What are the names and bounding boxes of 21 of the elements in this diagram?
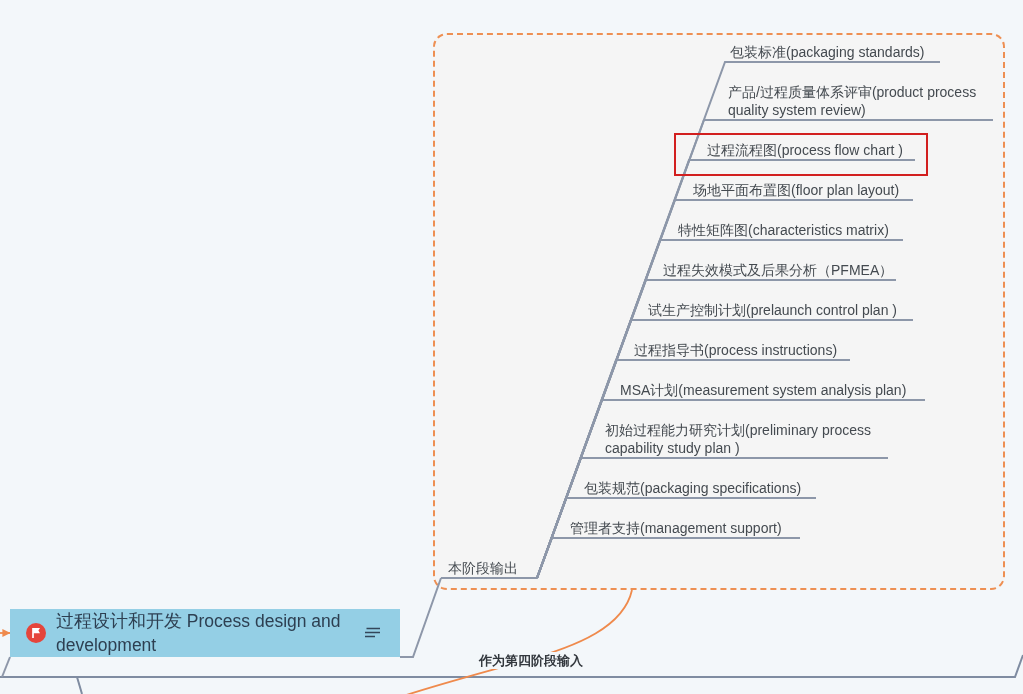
topic: 过程失效模式及后果分析（PFMEA）	[659, 261, 896, 281]
dashed-boundary	[433, 33, 1005, 590]
edge-label: 作为第四阶段输入	[478, 652, 584, 669]
topic-text: 过程设计和开发 Process design and development	[56, 610, 342, 657]
connector-line	[536, 537, 567, 579]
topic: MSA计划(measurement system analysis plan)	[616, 381, 925, 401]
topic: 包装规范(packaging specifications)	[580, 479, 816, 499]
topic: 包装标准(packaging standards)	[726, 43, 940, 63]
topic: 场地平面布置图(floor plan layout)	[689, 181, 913, 201]
connector-line	[399, 577, 442, 658]
connector-line	[1, 656, 11, 678]
topic: 产品/过程质量体系评审(product process quality system review)	[724, 83, 993, 121]
topic: 过程流程图(process flow chart )	[703, 141, 915, 161]
topic: 试生产控制计划(prelaunch control plan )	[644, 301, 913, 321]
topic: 管理者支持(management support)	[566, 519, 800, 539]
topic: 本阶段输出	[441, 559, 537, 579]
topic: 过程指导书(process instructions)	[630, 341, 850, 361]
arrow	[0, 629, 11, 637]
main-topic-box	[10, 609, 400, 657]
topic: 特性矩阵图(characteristics matrix)	[674, 221, 903, 241]
topic: 初始过程能力研究计划(preliminary process capability study plan )	[601, 421, 888, 459]
